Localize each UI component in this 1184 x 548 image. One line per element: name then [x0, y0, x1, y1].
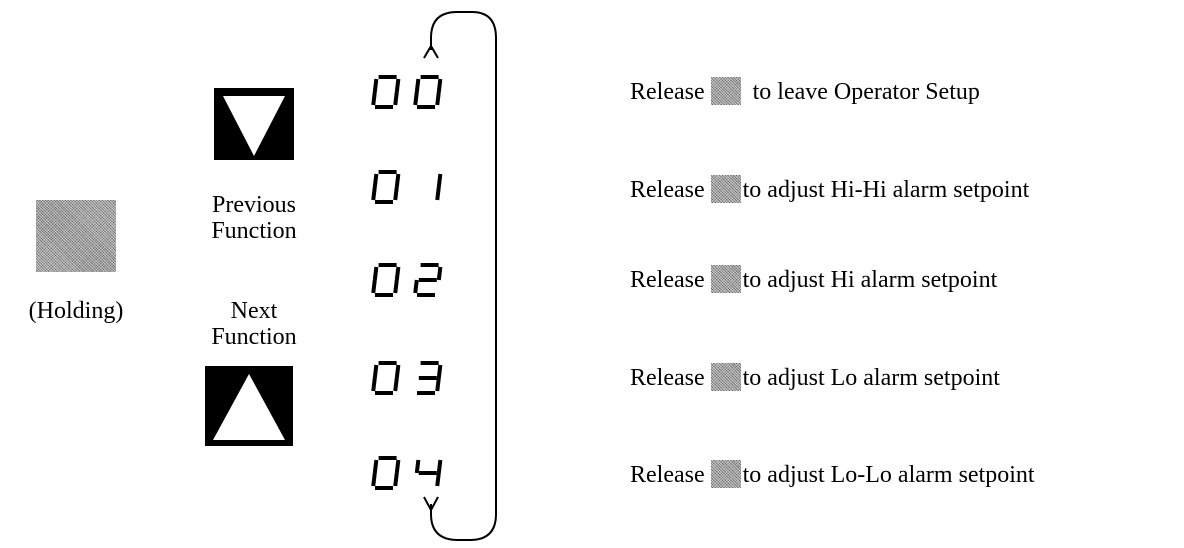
seven-segment-digit — [371, 170, 401, 204]
holding-key-icon — [710, 77, 741, 105]
digit-segment — [435, 91, 441, 106]
digit-segment — [413, 91, 419, 106]
digit-segment — [435, 472, 441, 487]
holding-key-icon — [710, 363, 741, 391]
digit-segment — [372, 459, 379, 474]
release-label: Release — [630, 267, 705, 293]
action-label: to adjust Hi-Hi alarm setpoint — [742, 177, 1030, 203]
seven-segment-digit — [414, 459, 443, 487]
digit-segment — [414, 459, 421, 474]
action-label: to adjust Hi alarm setpoint — [742, 267, 998, 293]
arrow-up-icon — [423, 44, 439, 59]
digit-segment — [371, 472, 377, 487]
cycle-loop — [423, 11, 497, 541]
digit-segment — [435, 186, 441, 201]
digit-segment — [436, 173, 443, 188]
action-label: to leave Operator Setup — [752, 79, 980, 105]
digit-segment — [435, 377, 441, 392]
digit-segment — [393, 472, 399, 487]
holding-key-icon — [710, 265, 741, 293]
digit-segment — [372, 266, 379, 281]
release-label: Release — [630, 365, 705, 391]
digit-segment — [394, 364, 401, 379]
action-label: to adjust Lo-Lo alarm setpoint — [742, 462, 1035, 488]
digit-segment — [371, 186, 377, 201]
release-label: Release — [630, 462, 705, 488]
seven-segment-digit — [413, 75, 443, 109]
next-function-line1: Next — [230, 298, 278, 324]
previous-function-line1: Previous — [212, 192, 296, 218]
triangle-down-icon — [223, 96, 285, 156]
digit-segment — [371, 279, 377, 294]
digit-segment — [371, 91, 377, 106]
digit-segment — [436, 266, 443, 281]
seven-segment-digit — [371, 456, 401, 490]
digit-segment — [372, 173, 379, 188]
instruction-row: Release to adjust Lo alarm setpoint — [630, 363, 1000, 393]
digit-segment — [393, 377, 399, 392]
previous-function-line2: Function — [211, 218, 297, 244]
instruction-row: Release to adjust Lo-Lo alarm setpoint — [630, 460, 1035, 490]
seven-segment-digit — [371, 361, 401, 395]
instruction-row: Release to adjust Hi alarm setpoint — [630, 265, 997, 295]
seven-segment-digit — [413, 263, 443, 297]
digit-segment — [393, 279, 399, 294]
next-function-label: Next Function — [176, 298, 332, 350]
holding-key-icon — [710, 175, 741, 203]
display-codes — [371, 75, 443, 490]
seven-segment-digit — [371, 75, 401, 109]
action-label: to adjust Lo alarm setpoint — [742, 365, 1000, 391]
digit-segment — [372, 364, 379, 379]
seven-segment-digit — [371, 263, 401, 297]
previous-function-button[interactable] — [214, 88, 294, 160]
instruction-row: Release to adjust Hi-Hi alarm setpoint — [630, 175, 1029, 205]
digit-segment — [394, 459, 401, 474]
release-label: Release — [630, 177, 705, 203]
seven-segment-digit — [435, 173, 443, 201]
digit-segment — [436, 78, 443, 93]
digit-segment — [436, 364, 443, 379]
arrow-down-icon — [423, 496, 439, 513]
digit-segment — [394, 78, 401, 93]
next-function-line2: Function — [211, 324, 297, 350]
digit-segment — [393, 91, 399, 106]
instruction-row: Release to leave Operator Setup — [630, 77, 980, 107]
digit-segment — [371, 377, 377, 392]
digit-segment — [372, 78, 379, 93]
previous-function-label: Previous Function — [176, 192, 332, 244]
digit-segment — [413, 279, 419, 294]
cycle-loop-line — [430, 11, 497, 541]
holding-key-icon — [710, 460, 741, 488]
next-function-button[interactable] — [205, 366, 293, 446]
digit-segment — [394, 173, 401, 188]
holding-key — [36, 200, 116, 272]
triangle-up-icon — [213, 374, 285, 440]
digit-segment — [436, 459, 443, 474]
digit-segment — [393, 186, 399, 201]
seven-segment-digit — [417, 361, 443, 395]
holding-label: (Holding) — [28, 298, 124, 324]
digit-segment — [394, 266, 401, 281]
digit-segment — [414, 78, 421, 93]
release-label: Release — [630, 79, 705, 105]
